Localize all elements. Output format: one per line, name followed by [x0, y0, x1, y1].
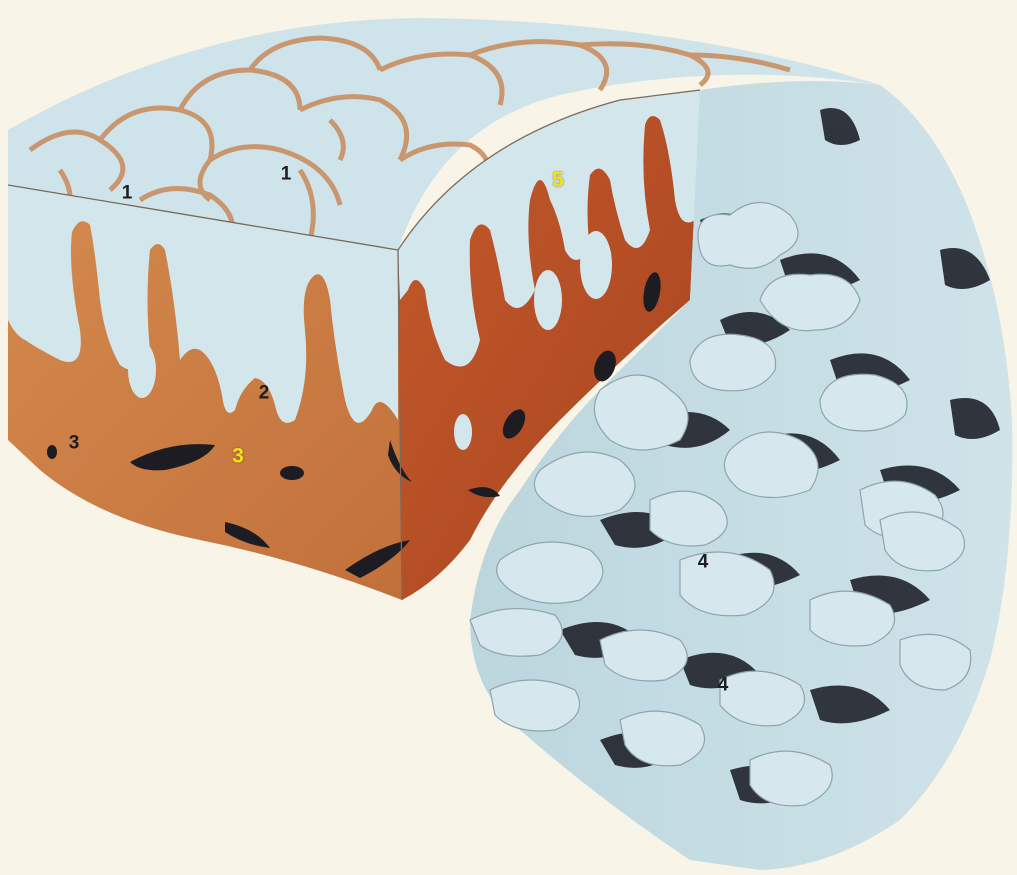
label-5: 5 [552, 170, 564, 191]
label-3-center: 3 [232, 446, 244, 467]
label-4-lower: 4 [718, 676, 729, 695]
label-2: 2 [259, 384, 270, 403]
label-1-right: 1 [281, 165, 292, 184]
label-3-left: 3 [69, 434, 80, 453]
label-4-upper: 4 [698, 553, 709, 572]
label-1-left: 1 [122, 184, 133, 203]
